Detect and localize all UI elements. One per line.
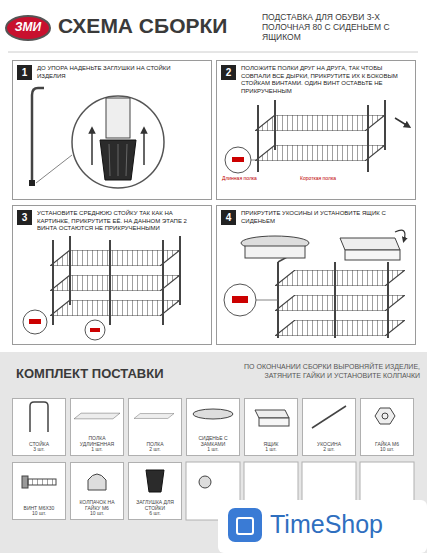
- part-quantity: 10 шт.: [32, 511, 46, 517]
- part-quantity: 6 шт.: [149, 511, 160, 517]
- part-quantity: 2 шт.: [149, 447, 160, 453]
- part-cell: ГАЙКА М610 шт.: [360, 398, 414, 456]
- part-quantity: 3 шт.: [33, 447, 44, 453]
- part-name: КОЛПАЧОК НА ГАЙКУ М6: [73, 500, 121, 512]
- step-text: УСТАНОВИТЕ СРЕДНЮЮ СТОЙКУ ТАК КАК НА КАР…: [37, 210, 206, 233]
- part-quantity: 1 шт.: [207, 447, 218, 453]
- part-cell: КОЛПАЧОК НА ГАЙКУ М610 шт.: [70, 462, 124, 520]
- section-heading: КОМПЛЕКТ ПОСТАВКИ: [16, 366, 216, 381]
- part-cell: СИДЕНЬЕ С ЗАМКАМИ1 шт.: [186, 398, 240, 456]
- part-name: СИДЕНЬЕ С ЗАМКАМИ: [189, 436, 237, 448]
- part-cell: ПОЛКА2 шт.: [128, 398, 182, 456]
- step-text: ПРИКРУТИТЕ УКОСИНЫ И УСТАНОВИТЕ ЯЩИК С С…: [241, 210, 410, 225]
- step-text: ПОЛОЖИТЕ ПОЛКИ ДРУГ НА ДРУГА, ТАК ЧТОБЫ …: [241, 65, 410, 95]
- part-quantity: 1 шт.: [265, 447, 276, 453]
- part-cell: ПОЛКА УДЛИНЕННАЯ1 шт.: [70, 398, 124, 456]
- step-number: 1: [17, 65, 32, 80]
- part-name: ЗАГЛУШКА ДЛЯ СТОЙКИ: [131, 500, 179, 512]
- part-quantity: 2 шт.: [323, 447, 334, 453]
- step-number: 2: [221, 65, 236, 80]
- part-label: Длинная полка: [222, 176, 262, 182]
- part-quantity: 1 шт.: [91, 447, 102, 453]
- part-cell: ВИНТ М6Х3010 шт.: [12, 462, 66, 520]
- step-panel: 4 ПРИКРУТИТЕ УКОСИНЫ И УСТАНОВИТЕ ЯЩИК С …: [216, 205, 416, 345]
- step-text: ДО УПОРА НАДЕНЬТЕ ЗАГЛУШКИ НА СТОЙКИ ИЗД…: [37, 65, 187, 80]
- note: ПО ОКОНЧАНИИ СБОРКИ ВЫРОВНЯЙТЕ ИЗДЕЛИЕ, …: [236, 362, 420, 380]
- part-quantity: 10 шт.: [90, 511, 104, 517]
- title: СХЕМА СБОРКИ: [58, 14, 227, 38]
- part-quantity: 10 шт.: [380, 447, 394, 453]
- step-panel: 1 ДО УПОРА НАДЕНЬТЕ ЗАГЛУШКИ НА СТОЙКИ ИЗ…: [12, 60, 212, 200]
- part-cell: СТОЙКА3 шт.: [12, 398, 66, 456]
- watermark: TimeShop: [270, 510, 420, 539]
- logo-text: ЗМИ: [13, 20, 43, 34]
- part-cell: ЯЩИК1 шт.: [244, 398, 298, 456]
- part-name: ПОЛКА УДЛИНЕННАЯ: [73, 436, 121, 448]
- step-number: 3: [17, 210, 32, 225]
- part-cell: УКОСИНА2 шт.: [302, 398, 356, 456]
- step-panel: 3 УСТАНОВИТЕ СРЕДНЮЮ СТОЙКУ ТАК КАК НА КА…: [12, 205, 212, 345]
- step-number: 4: [221, 210, 236, 225]
- part-label: Короткая полка: [300, 176, 340, 182]
- product-name: ПОДСТАВКА ДЛЯ ОБУВИ 3-Х ПОЛОЧНАЯ 80 С СИ…: [262, 12, 422, 43]
- part-cell: ЗАГЛУШКА ДЛЯ СТОЙКИ6 шт.: [128, 462, 182, 520]
